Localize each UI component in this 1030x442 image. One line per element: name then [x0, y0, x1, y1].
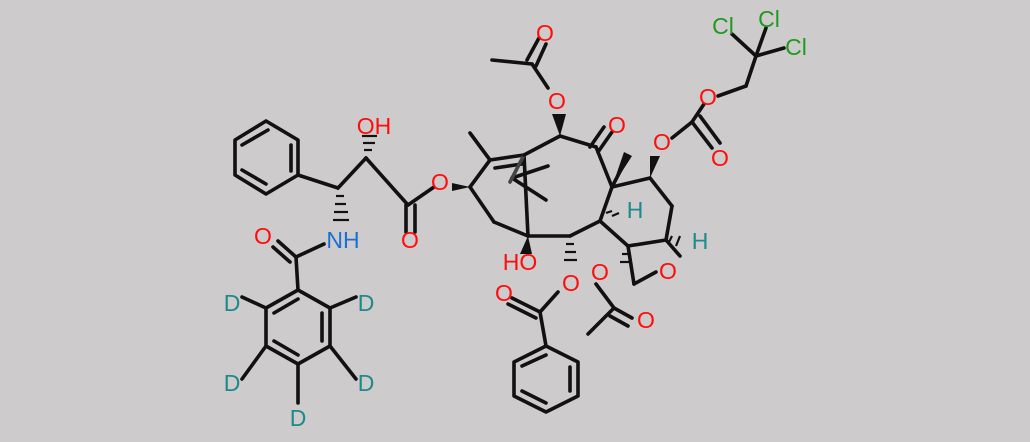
core-hydroxyl: [520, 236, 532, 254]
deuterated-phenyl-ring: [240, 239, 358, 405]
ester-link-oxygen-label: O: [431, 169, 449, 195]
benzoate-carbonyl-label: O: [495, 280, 513, 306]
deuterium-4-label: D: [358, 370, 375, 396]
top-acetate: [490, 36, 566, 136]
ester-carbonyl-oxygen-label: O: [401, 227, 419, 253]
bottom-acetate: [586, 252, 634, 336]
deuterium-5-label: D: [290, 405, 307, 431]
ketone-oxygen-label: O: [608, 112, 626, 138]
h-stereo-hashes: [605, 209, 682, 247]
amide-oxygen-label: O: [254, 223, 272, 249]
core-ring-a: [468, 131, 530, 238]
chlorine-2-label: Cl: [758, 6, 780, 32]
oxetane-oxygen-label: O: [659, 258, 677, 284]
bottom-acetate-oxygen-label: O: [591, 259, 609, 285]
ring-junction-methyl: [612, 152, 632, 187]
phenyl-ring-left: [233, 119, 300, 196]
chlorine-3-label: Cl: [785, 34, 807, 60]
top-acetate-oxygen-label: O: [548, 88, 566, 114]
carbonate-oxygen-label: O: [653, 129, 671, 155]
ring-hydrogen-label: H: [627, 197, 644, 223]
trichloroethyl-carbonate: [650, 26, 786, 178]
deuterium-1-label: D: [224, 290, 241, 316]
chlorine-1-label: Cl: [712, 13, 734, 39]
oh-sidechain-label: OH: [357, 113, 392, 139]
core-hydroxyl-label: HO: [503, 249, 538, 275]
bottom-acetate-carbonyl-label: O: [637, 307, 655, 333]
core-ring-b: [522, 125, 614, 238]
side-chain: [294, 156, 436, 259]
nh-label: NH: [326, 227, 359, 253]
stereo-hash-bonds-sidechain: [333, 134, 377, 222]
deuterium-3-label: D: [224, 370, 241, 396]
carbonate-carbonyl-label: O: [711, 145, 729, 171]
benzoate-oxygen-label: O: [562, 270, 580, 296]
gem-dimethyl-bridge: [508, 153, 550, 202]
ester-link-wedge: [452, 183, 470, 191]
oxetane-hydrogen-label: H: [692, 228, 709, 254]
deuterium-2-label: D: [358, 290, 375, 316]
carbonate-link-oxygen-label: O: [699, 84, 717, 110]
benzoate: [506, 242, 580, 414]
top-acetate-carbonyl-label: O: [536, 20, 554, 46]
